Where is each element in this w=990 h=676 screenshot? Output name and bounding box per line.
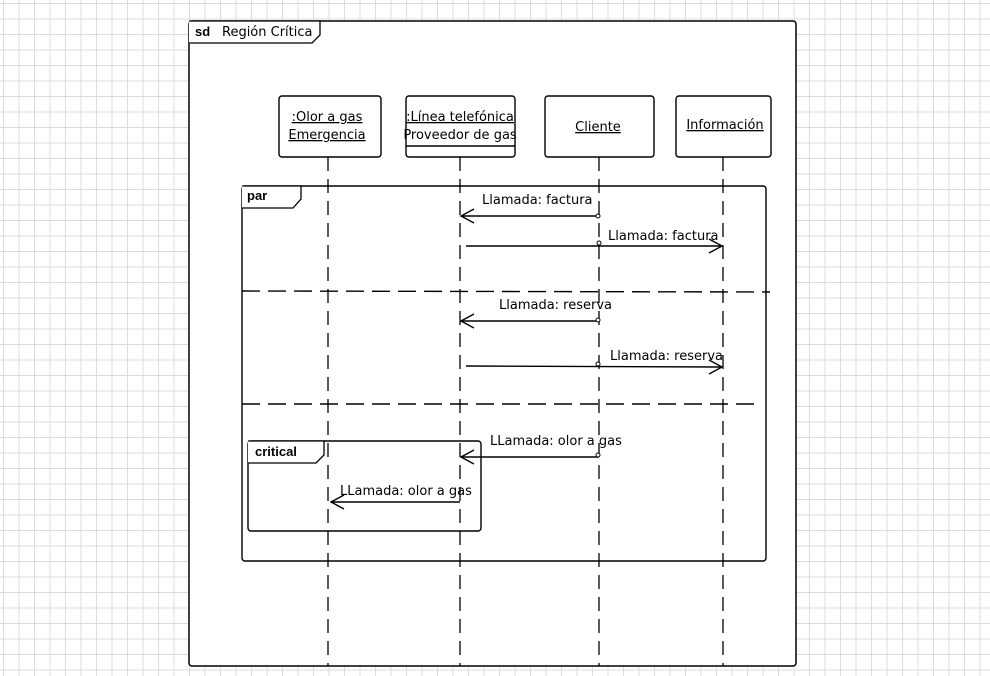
lifeline-label-linea-telefonica-1: :Línea telefónica [406, 110, 514, 125]
critical-fragment[interactable] [247, 440, 482, 532]
frame-title: Región Crítica [222, 25, 313, 40]
par-operand-separator-1 [241, 290, 771, 293]
critical-fragment-tab [248, 440, 325, 464]
message-line-4 [465, 365, 723, 368]
lifeline-box-cliente[interactable]: Cliente [544, 95, 655, 158]
critical-keyword: critical [255, 444, 297, 459]
message-arrowhead-5 [459, 449, 475, 465]
message-anchor-3 [595, 317, 601, 323]
message-label-3[interactable]: Llamada: reserva [499, 298, 612, 313]
lifeline-label-olor-gas-2: Emergencia [288, 128, 365, 143]
lifeline-label-linea-telefonica-2: Proveedor de gas [403, 128, 517, 143]
sd-frame [188, 20, 797, 667]
message-arrowhead-3 [459, 313, 475, 329]
message-arrowhead-1 [459, 208, 475, 224]
sd-frame-tab [189, 20, 321, 44]
par-fragment-tab [242, 185, 302, 209]
lifeline-label-olor-gas-1: :Olor a gas [292, 110, 363, 125]
message-label-4[interactable]: Llamada: reserva [610, 349, 723, 364]
message-anchor-5 [595, 452, 601, 458]
lifeline-box-linea-telefonica[interactable]: :Línea telefónica Proveedor de gas [403, 95, 517, 158]
lifeline-box-informacion[interactable]: Información [675, 95, 772, 158]
message-label-2[interactable]: Llamada: factura [608, 229, 719, 244]
message-anchor-2 [596, 240, 602, 246]
message-arrowhead-2 [708, 238, 724, 254]
message-arrowhead-6 [329, 494, 345, 510]
message-label-6[interactable]: LLamada: olor a gas [340, 484, 472, 499]
sd-keyword: sd [195, 24, 210, 39]
message-anchor-1 [595, 213, 601, 219]
message-label-1[interactable]: Llamada: factura [482, 193, 593, 208]
lifeline-label-informacion: Información [686, 118, 763, 133]
message-label-5[interactable]: LLamada: olor a gas [490, 434, 622, 449]
message-arrowhead-4 [708, 359, 724, 375]
par-keyword: par [247, 188, 267, 203]
lifeline-label-cliente: Cliente [575, 120, 621, 135]
lifeline-box-olor-gas[interactable]: :Olor a gas Emergencia [278, 95, 382, 158]
par-fragment[interactable] [241, 185, 767, 562]
message-anchor-4 [595, 361, 601, 367]
